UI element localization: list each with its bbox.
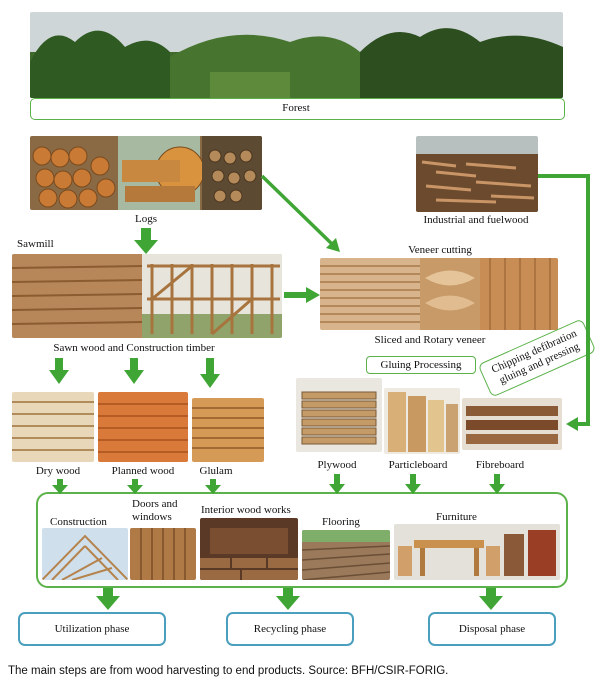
dry-wood-photo [12,392,94,462]
arrow-particle-end [405,474,421,494]
sawmill-label: Sawmill [17,238,54,250]
plywood-label: Plywood [317,459,357,471]
furniture-label: Furniture [436,511,477,523]
arrow-fibre-end [489,474,505,494]
arrow-utilization [96,588,120,610]
glulam-label: Glulam [199,465,233,477]
plywood-photo [296,378,382,452]
fuelwood-photo [416,136,538,212]
construction-photo [42,528,128,580]
flooring-photo [302,530,390,580]
recycling-phase-label: Recycling phase [253,623,327,635]
fibreboard-photo [462,398,562,450]
forest-label-box [30,98,565,120]
interior-label: Interior wood works [201,504,291,516]
arrow-sawmill-veneer [284,287,320,303]
figure-caption: The main steps are from wood harvesting … [8,665,449,677]
logs-label: Logs [135,213,157,225]
arrow-recycling [276,588,300,610]
construction-label: Construction [50,516,107,528]
dry-wood-label: Dry wood [35,465,81,477]
disposal-phase-box: Disposal phase [428,612,556,646]
doors-windows-label-2: windows [132,511,172,523]
fibreboard-label: Fibreboard [475,459,525,471]
arrow-plywood-end [329,474,345,494]
logs-photo [30,136,262,210]
utilization-phase-label: Utilization phase [54,623,130,635]
flooring-label: Flooring [322,516,360,528]
arrow-planned-end [127,479,143,494]
planned-wood-label: Planned wood [111,465,175,477]
sawmill-photo [12,254,282,338]
furniture-photo [394,524,560,580]
arrow-disposal [479,588,503,610]
arrow-glulam-end [205,479,221,494]
sliced-rotary-label: Sliced and Rotary veneer [374,334,486,346]
planned-wood-photo [98,392,188,462]
sawn-wood-label: Sawn wood and Construction timber [53,342,215,354]
gluing-processing-label: Gluing Processing [380,359,462,371]
gluing-processing-box: Gluing Processing [366,356,476,374]
interior-photo [200,518,298,580]
arrow-logs-sawmill [134,228,158,254]
arrow-fuelwood-fibreboard [538,174,590,431]
forest-photo [30,12,563,98]
doors-photo [130,528,196,580]
doors-windows-label-1: Doors and [132,498,178,510]
fuelwood-label: Industrial and fuelwood [423,214,529,226]
veneer-cutting-label: Veneer cutting [408,244,472,256]
arrow-dry-end [52,479,68,494]
glulam-photo [192,398,264,462]
particleboard-label: Particleboard [388,459,448,471]
arrow-sawn-planned [124,358,144,384]
particleboard-photo [384,388,460,454]
recycling-phase-box: Recycling phase [226,612,354,646]
forest-label: Forest [282,102,310,114]
veneer-photo [320,258,558,330]
arrow-sawn-glulam [200,358,220,388]
disposal-phase-label: Disposal phase [458,623,526,635]
utilization-phase-box: Utilization phase [18,612,166,646]
arrow-sawn-drywood [49,358,69,384]
arrow-logs-veneer [260,174,340,252]
